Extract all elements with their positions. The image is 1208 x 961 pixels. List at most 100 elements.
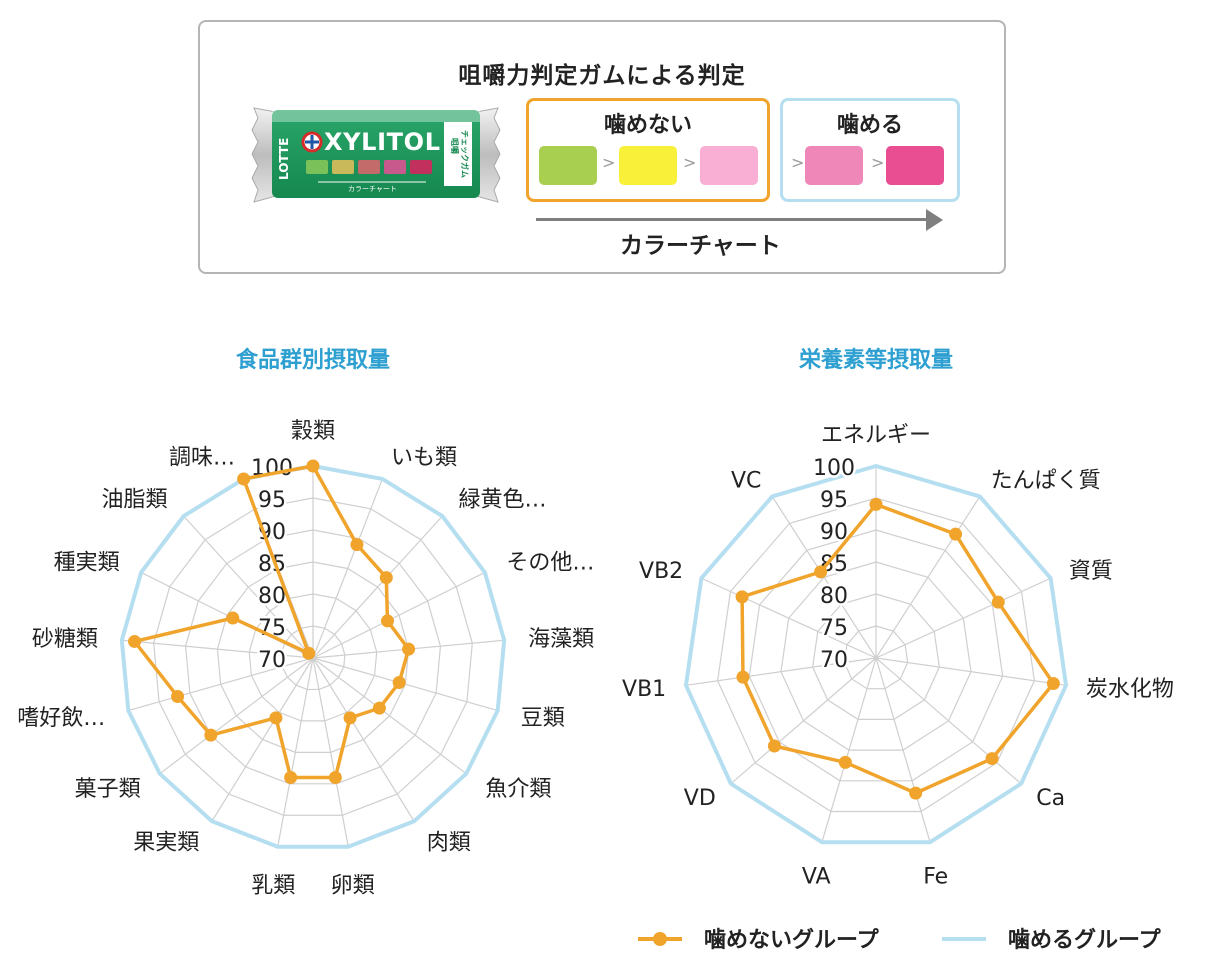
category-label: 調味… [169, 446, 235, 471]
grid-spoke [821, 657, 877, 843]
tick-label: 80 [820, 584, 848, 609]
gum-brand-text: XYLITOL [324, 128, 440, 156]
gum-maker-text: LOTTE [277, 138, 291, 180]
color-swatch-light-pink [700, 146, 758, 185]
grid-spoke [183, 515, 314, 659]
grid-spoke [685, 657, 877, 686]
series-cannot-chew-point [392, 676, 406, 690]
series-cannot-chew-point [302, 646, 316, 660]
tick-label: 95 [258, 488, 286, 513]
series-cannot-chew-point [328, 771, 342, 785]
chevron-right-icon: > [602, 153, 616, 172]
gum-side-text-1: 咀嚼 [450, 138, 460, 154]
series-can-chew-line [119, 464, 507, 849]
category-label: 種実類 [54, 551, 120, 576]
group-can-chew: 噛める > > [780, 98, 960, 202]
category-label: VD [684, 786, 716, 811]
series-cannot-chew-point [736, 670, 750, 684]
arrow-right-icon [926, 209, 943, 231]
chevron-right-icon: > [871, 153, 885, 172]
category-label: 嗜好飲… [17, 706, 105, 731]
grid-spoke [211, 657, 314, 822]
series-cannot-chew-point [350, 538, 364, 552]
series-cannot-chew-point [735, 590, 749, 604]
tick-label: 95 [820, 488, 848, 513]
tick-label: 80 [258, 584, 286, 609]
grid-spoke [312, 478, 383, 659]
grid-ring [780, 561, 972, 751]
category-label: 魚介類 [485, 777, 551, 802]
grid-spoke [875, 657, 1067, 686]
chevron-right-icon: > [683, 153, 697, 172]
series-cannot-chew-point [237, 472, 251, 486]
series-cannot-chew-point [1046, 677, 1060, 691]
box-title: 咀嚼力判定ガムによる判定 [458, 63, 746, 89]
series-cannot-chew-point [380, 614, 394, 628]
category-label: 穀類 [291, 419, 335, 444]
grid-spoke [128, 657, 314, 712]
grid-spoke [159, 657, 314, 775]
tick-label: 70 [820, 648, 848, 673]
grid-spoke [312, 657, 415, 822]
chart-title: 食品群別摂取量 [236, 347, 390, 373]
series-cannot-chew-point [991, 595, 1005, 609]
grid-spoke [312, 657, 349, 847]
series-cannot-chew-point [171, 690, 185, 704]
series-cannot-chew-point [869, 497, 883, 511]
chevron-right-icon: > [791, 153, 805, 172]
color-swatch-magenta [886, 146, 944, 185]
tick-label: 100 [813, 456, 855, 481]
grid-spoke [121, 639, 314, 659]
color-chart-arrow [536, 218, 926, 221]
category-label: VB2 [639, 559, 683, 584]
tick-label: 75 [820, 616, 848, 641]
series-cannot-chew-point [985, 752, 999, 766]
chewing-judgement-box: 咀嚼力判定ガムによる判定 LOTTE XYLITOL カラーチャート 咀嚼 チェ… [198, 20, 1006, 274]
grid-ring [184, 529, 442, 785]
category-label: Fe [923, 864, 948, 889]
grid-ring [717, 497, 1035, 813]
category-label: 海藻類 [528, 627, 594, 652]
series-cannot-chew-point [343, 711, 357, 725]
category-label: たんぱく質 [991, 469, 1101, 494]
series-cannot-chew-point [949, 527, 963, 541]
grid-spoke [875, 657, 931, 843]
series-cannot-chew-line [132, 464, 411, 780]
grid-spoke [875, 577, 1051, 659]
grid-ring [216, 561, 410, 753]
grid-ring [748, 529, 1004, 782]
color-chart-label: カラーチャート [620, 233, 781, 259]
grid-spoke [730, 657, 877, 785]
grid-spoke [312, 657, 467, 775]
series-cannot-chew-point [402, 642, 416, 656]
category-label: 緑黄色… [459, 487, 547, 512]
category-label: その他… [506, 551, 594, 576]
category-label: エネルギー [821, 423, 931, 448]
grid-spoke [875, 496, 981, 659]
legend-can-label: 噛めるグループ [1008, 928, 1161, 953]
category-label: VB1 [622, 677, 666, 702]
color-swatch-yellow [619, 146, 677, 185]
category-label: いも類 [391, 446, 457, 471]
series-cannot-chew-point [226, 611, 240, 625]
grid-spoke [277, 657, 314, 847]
grid-ring [812, 593, 940, 721]
category-label: Ca [1036, 786, 1065, 811]
category-label: 砂糖類 [32, 627, 98, 652]
series-can-chew-line [683, 464, 1069, 845]
series-cannot-chew-point [204, 728, 218, 742]
series-cannot-chew-point [838, 755, 852, 769]
gum-strip-text: カラーチャート [348, 185, 397, 193]
grid-spoke [701, 577, 877, 659]
series-cannot-chew-point [909, 786, 923, 800]
series-cannot-chew-point [814, 565, 828, 579]
series-cannot-chew-point [284, 771, 298, 785]
grid-ring [843, 625, 909, 690]
category-label: 油脂類 [101, 487, 167, 512]
series-cannot-chew-point [128, 634, 142, 648]
tick-label: 75 [258, 616, 286, 641]
grid-ring [248, 593, 378, 722]
series-cannot-chew-point [372, 701, 386, 715]
tick-label: 70 [258, 648, 286, 673]
